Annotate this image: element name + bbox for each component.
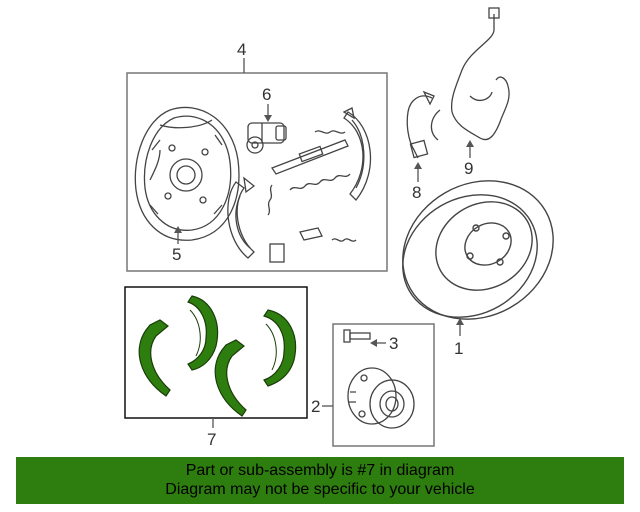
hub-bearing: [347, 367, 415, 429]
callout-8-arrow: [414, 162, 422, 169]
callout-8: 8: [412, 183, 421, 202]
parking-shoe-group: [124, 286, 308, 428]
group-7-box: [124, 286, 308, 419]
callout-9-arrow: [466, 140, 474, 147]
parking-shoe-2: [187, 295, 219, 371]
banner-line-2: Diagram may not be specific to your vehi…: [165, 481, 475, 498]
callout-3-arrow: [370, 339, 377, 347]
brake-shoe-left: [227, 176, 256, 259]
callout-6: 6: [262, 85, 271, 104]
banner-line-1: Part or sub-assembly is #7 in diagram: [185, 462, 455, 479]
group-4-box: [126, 72, 388, 272]
callout-6-arrow: [264, 115, 272, 122]
callout-3: 3: [389, 334, 398, 353]
callout-5: 5: [172, 245, 181, 264]
backing-plate-group: [126, 58, 388, 272]
info-banner: Part or sub-assembly is #7 in diagram Di…: [16, 457, 624, 504]
callout-4: 4: [237, 40, 246, 59]
parts-diagram: 4 6 5 8 9 1 3 2 7: [124, 7, 554, 449]
parking-shoe-3: [214, 339, 247, 417]
brake-drum: [402, 180, 554, 320]
callout-2: 2: [311, 397, 320, 416]
abs-sensor-and-hose: [406, 7, 510, 159]
callout-5-arrow: [174, 226, 182, 233]
parking-shoe-4: [263, 309, 297, 387]
adjuster-assembly: [267, 130, 357, 263]
wheel-stud: [343, 329, 371, 343]
backing-plate: [134, 106, 240, 241]
callout-1: 1: [454, 339, 463, 358]
callout-9: 9: [464, 159, 473, 178]
callout-1-arrow: [456, 318, 464, 325]
wheel-cylinder: [246, 122, 287, 154]
parking-shoe-1: [138, 319, 171, 397]
brake-shoe-right: [342, 107, 372, 201]
hub-group: [322, 323, 435, 447]
callout-7: 7: [207, 430, 216, 449]
